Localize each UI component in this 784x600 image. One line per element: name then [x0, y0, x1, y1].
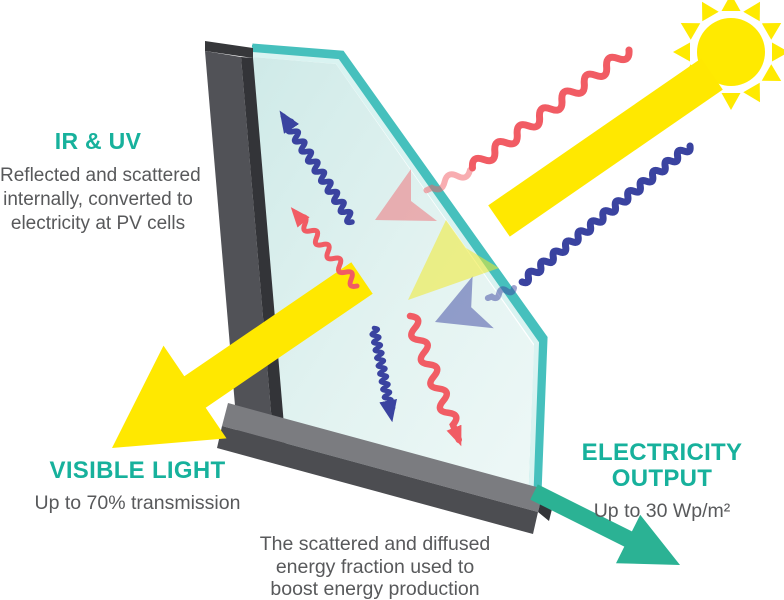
sun-icon [673, 0, 784, 110]
bottom-note-line-1: The scattered and diffused [259, 533, 491, 555]
uv-wave-incoming [484, 142, 694, 302]
ir-uv-line-3: electricity at PV cells [10, 213, 186, 234]
sunlight-beam [488, 58, 723, 237]
ir-wave-incoming [423, 46, 633, 194]
scattered-uv-arrow [369, 325, 397, 423]
electricity-title-line-2: OUTPUT [611, 465, 713, 492]
ir-uv-title: IR & UV [54, 128, 142, 154]
electricity-subtitle: Up to 30 Wp/m² [593, 500, 731, 522]
bottom-note-line-2: energy fraction used to [275, 555, 475, 578]
ir-uv-line-2: internally, converted to [3, 189, 193, 210]
electricity-output-arrow [530, 484, 680, 565]
ir-arrowhead-internal [375, 169, 437, 221]
visible-light-title: VISIBLE LIGHT [49, 457, 226, 484]
glass-edge-highlight [251, 52, 540, 507]
reflected-ir-arrow [290, 207, 360, 289]
scattered-ir-arrow [406, 312, 462, 447]
bottom-note-line-3: boost energy production [270, 578, 480, 600]
visible-light-subtitle: Up to 70% transmission [34, 492, 241, 514]
glass-edge [251, 43, 548, 507]
visible-light-label-block: VISIBLE LIGHT Up to 70% transmission [30, 457, 245, 515]
ir-uv-label-block: IR & UV Reflected and scattered internal… [0, 128, 201, 236]
electricity-label-block: ELECTRICITY OUTPUT Up to 30 Wp/m² [572, 440, 752, 523]
reflected-uv-arrow [279, 110, 355, 226]
sunlight-arrowhead-internal [408, 220, 499, 300]
uv-arrowhead-internal [435, 276, 494, 329]
ir-uv-line-1: Reflected and scattered [0, 165, 201, 186]
electricity-title-line-1: ELECTRICITY [581, 439, 743, 466]
transmitted-light-arrow [112, 262, 373, 448]
bottom-note: The scattered and diffused energy fracti… [238, 533, 512, 600]
